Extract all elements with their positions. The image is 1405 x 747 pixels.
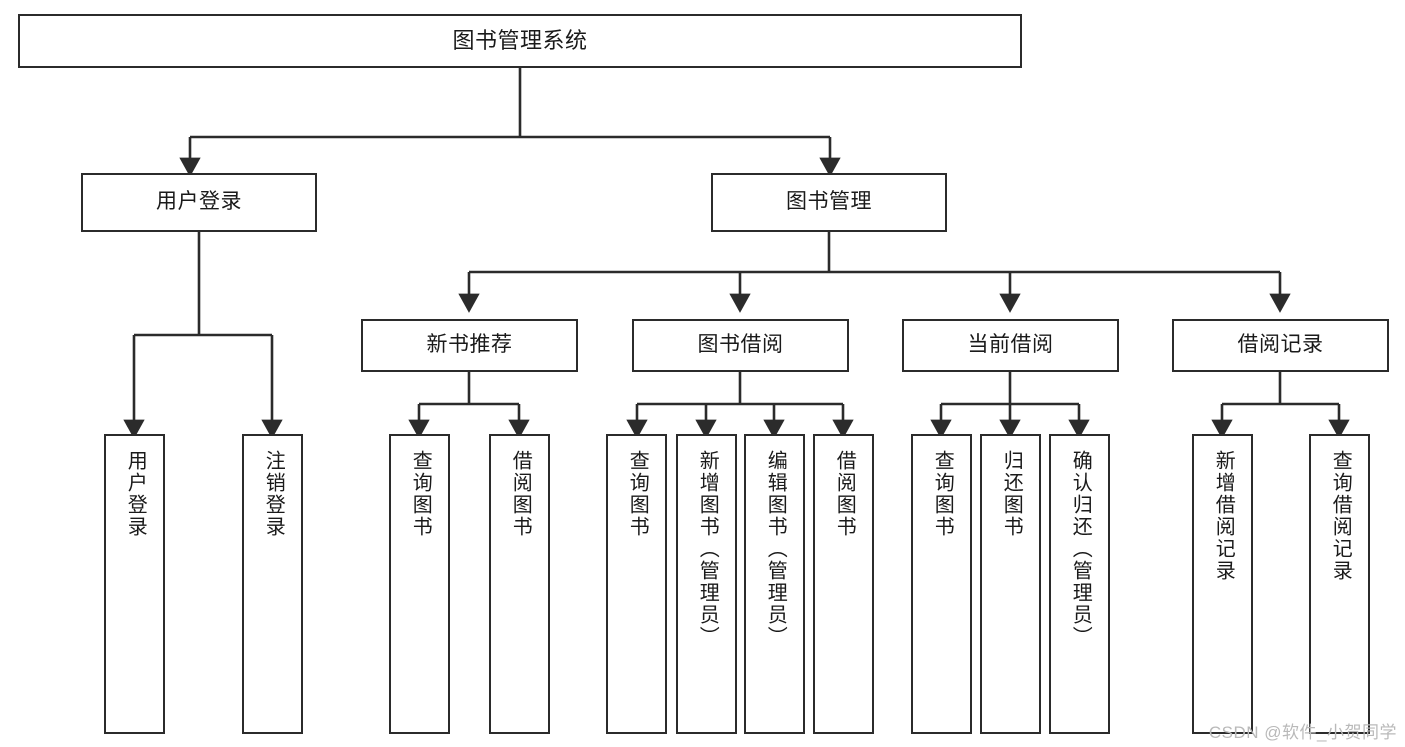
node-label: 注销登录 (262, 450, 285, 538)
node-label: 当前借阅 (967, 333, 1054, 357)
node-label: 查询图书 (409, 450, 432, 538)
node-leaf-query-book-3[interactable]: 查询图书 (911, 434, 972, 734)
node-user-login[interactable]: 用户登录 (81, 173, 317, 232)
node-leaf-query-borrow-record[interactable]: 查询借阅记录 (1309, 434, 1370, 734)
node-label: 借阅图书 (833, 450, 856, 538)
node-label: 图书管理系统 (452, 28, 588, 54)
node-label: 归还图书 (1000, 450, 1023, 538)
node-label: 编辑图书（管理员） (764, 450, 787, 648)
node-borrow-record[interactable]: 借阅记录 (1172, 319, 1389, 372)
node-leaf-query-book-2[interactable]: 查询图书 (606, 434, 667, 734)
node-current-borrow[interactable]: 当前借阅 (902, 319, 1119, 372)
node-book-borrow[interactable]: 图书借阅 (632, 319, 849, 372)
node-label: 查询借阅记录 (1329, 450, 1352, 582)
node-label: 查询图书 (626, 450, 649, 538)
node-label: 图书借阅 (697, 333, 784, 357)
node-label: 确认归还（管理员） (1069, 450, 1092, 648)
node-new-book-recommend[interactable]: 新书推荐 (361, 319, 578, 372)
node-book-management[interactable]: 图书管理 (711, 173, 947, 232)
node-label: 用户登录 (156, 190, 242, 214)
node-label: 用户登录 (124, 450, 147, 538)
node-label: 新书推荐 (426, 333, 513, 357)
node-leaf-add-borrow-record[interactable]: 新增借阅记录 (1192, 434, 1253, 734)
node-label: 新增借阅记录 (1212, 450, 1235, 582)
csdn-watermark: CSDN @软件_小贺同学 (1208, 723, 1397, 742)
node-leaf-borrow-book-2[interactable]: 借阅图书 (813, 434, 874, 734)
node-leaf-return-book[interactable]: 归还图书 (980, 434, 1041, 734)
node-root-book-management-system[interactable]: 图书管理系统 (18, 14, 1022, 68)
node-leaf-query-book-1[interactable]: 查询图书 (389, 434, 450, 734)
node-label: 借阅记录 (1237, 333, 1324, 357)
node-leaf-confirm-return[interactable]: 确认归还（管理员） (1049, 434, 1110, 734)
node-leaf-logout-login[interactable]: 注销登录 (242, 434, 303, 734)
node-label: 图书管理 (786, 190, 872, 214)
node-label: 新增图书（管理员） (696, 450, 719, 648)
node-leaf-edit-book[interactable]: 编辑图书（管理员） (744, 434, 805, 734)
node-leaf-user-login[interactable]: 用户登录 (104, 434, 165, 734)
node-label: 查询图书 (931, 450, 954, 538)
node-leaf-add-book[interactable]: 新增图书（管理员） (676, 434, 737, 734)
node-leaf-borrow-book-1[interactable]: 借阅图书 (489, 434, 550, 734)
node-label: 借阅图书 (509, 450, 532, 538)
